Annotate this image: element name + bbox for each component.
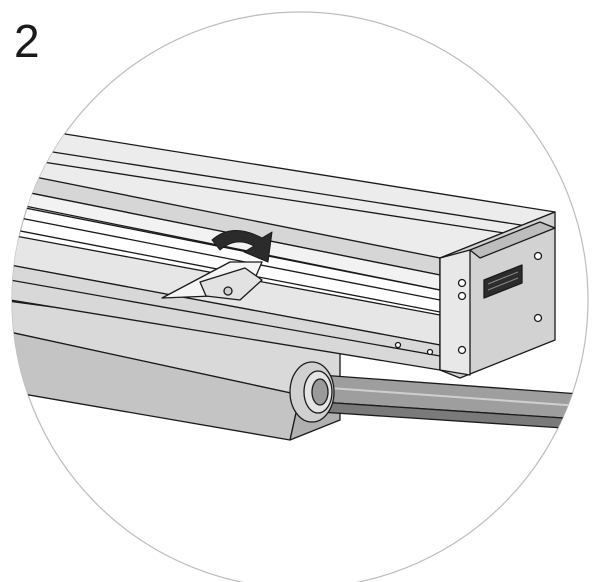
rod-bushing — [289, 361, 335, 423]
end-cap — [439, 211, 556, 379]
guide-rods — [319, 374, 588, 431]
connector-slot — [483, 264, 523, 299]
step-number-label: 2 — [14, 15, 40, 67]
clamp-lever — [161, 261, 263, 301]
clamp-screw — [223, 286, 233, 296]
rotation-arrow-icon — [211, 230, 273, 263]
